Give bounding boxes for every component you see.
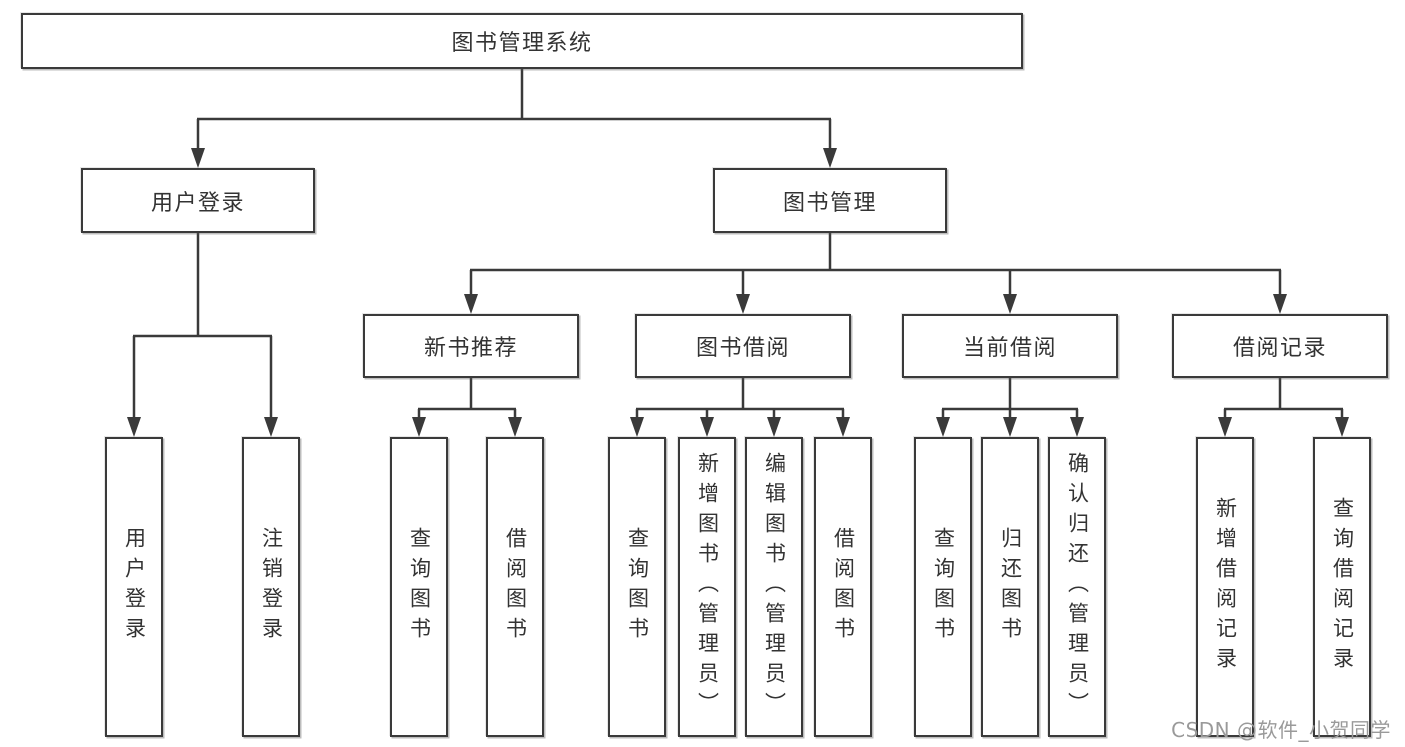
leaf-query-borrow-record: 查询借阅记录 (1313, 437, 1371, 737)
leaf-logout-login: 注销登录 (242, 437, 300, 737)
node-root: 图书管理系统 (21, 13, 1023, 69)
leaf-query-book-recommend: 查询图书 (390, 437, 448, 737)
node-borrow-record: 借阅记录 (1172, 314, 1388, 378)
leaf-query-book-current: 查询图书 (914, 437, 972, 737)
leaf-add-borrow-record: 新增借阅记录 (1196, 437, 1254, 737)
leaf-edit-book-admin: 编辑图书（管理员） (745, 437, 803, 737)
node-user-login: 用户登录 (81, 168, 315, 233)
leaf-return-book: 归还图书 (981, 437, 1039, 737)
leaf-confirm-return-admin: 确认归还（管理员） (1048, 437, 1106, 737)
node-book-borrow: 图书借阅 (635, 314, 851, 378)
leaf-user-login: 用户登录 (105, 437, 163, 737)
watermark: CSDN @软件_小贺同学 (1171, 718, 1391, 742)
leaf-query-book-borrow: 查询图书 (608, 437, 666, 737)
leaf-borrow-book-recommend: 借阅图书 (486, 437, 544, 737)
node-new-book-recommend: 新书推荐 (363, 314, 579, 378)
leaf-add-book-admin: 新增图书（管理员） (678, 437, 736, 737)
node-book-management: 图书管理 (713, 168, 947, 233)
leaf-borrow-book: 借阅图书 (814, 437, 872, 737)
node-current-borrow: 当前借阅 (902, 314, 1118, 378)
